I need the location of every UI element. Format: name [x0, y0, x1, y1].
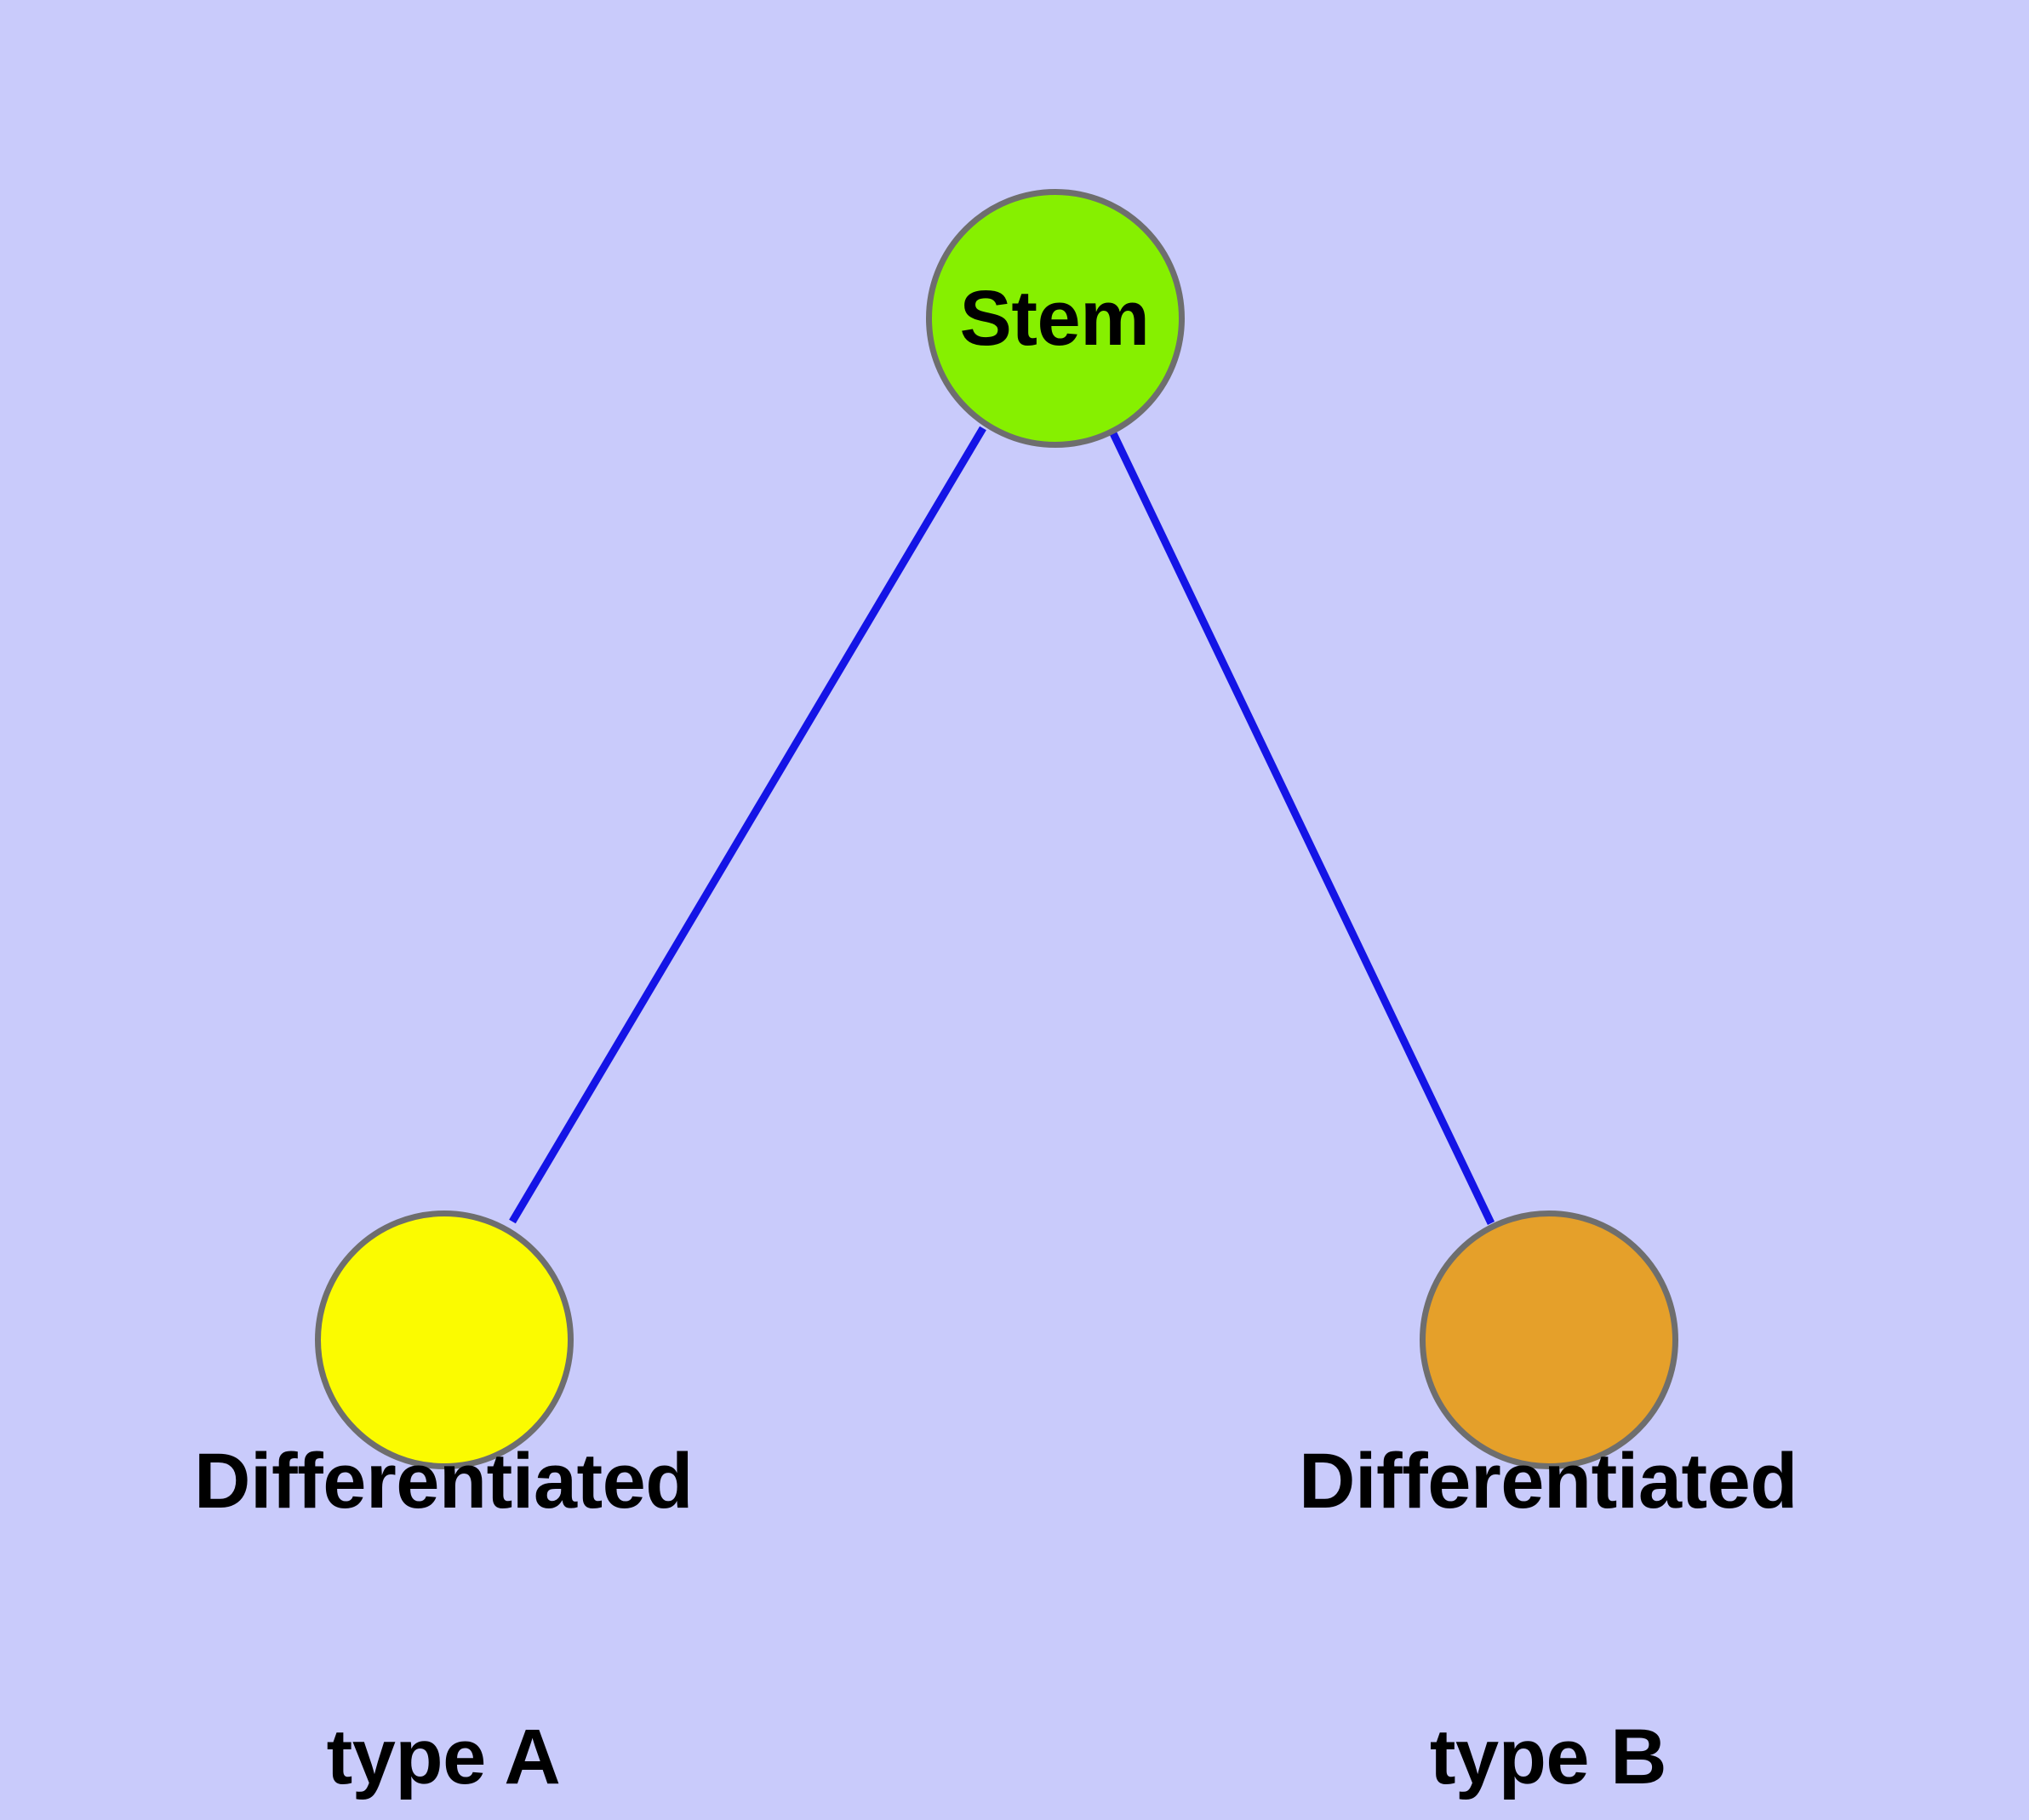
node-label-line-2: type B: [1429, 1714, 1667, 1800]
node-label-line-2: type A: [326, 1714, 561, 1800]
node-label-differentiated-type-b: Differentiated type B: [1293, 1251, 1803, 1820]
edge-stem-to-differentiated-type-b[interactable]: [1108, 430, 1495, 1225]
node-differentiated-type-a[interactable]: [315, 1210, 574, 1469]
node-differentiated-type-b[interactable]: [1420, 1210, 1678, 1469]
node-label-line-1: Differentiated: [1299, 1438, 1798, 1525]
node-label-differentiated-type-a: Differentiated type A: [188, 1251, 699, 1820]
node-stem[interactable]: [926, 189, 1185, 448]
node-label-stem: Stem: [959, 275, 1150, 362]
edge-stem-to-differentiated-type-a[interactable]: [509, 426, 986, 1224]
node-label-line-1: Differentiated: [194, 1438, 693, 1525]
